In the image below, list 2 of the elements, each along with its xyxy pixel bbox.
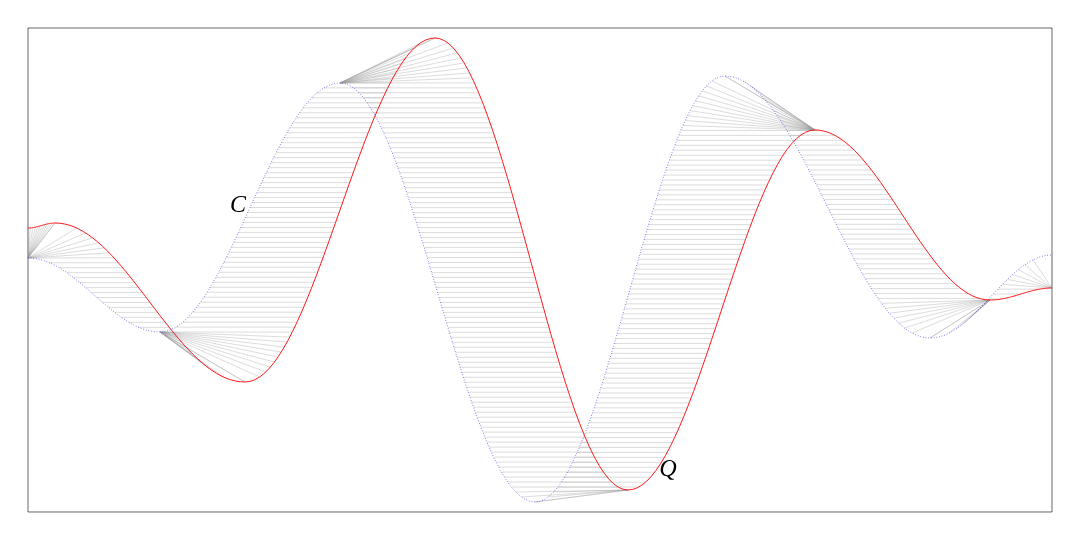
curve-label: Q <box>660 460 677 480</box>
curve-label: C <box>231 195 247 213</box>
